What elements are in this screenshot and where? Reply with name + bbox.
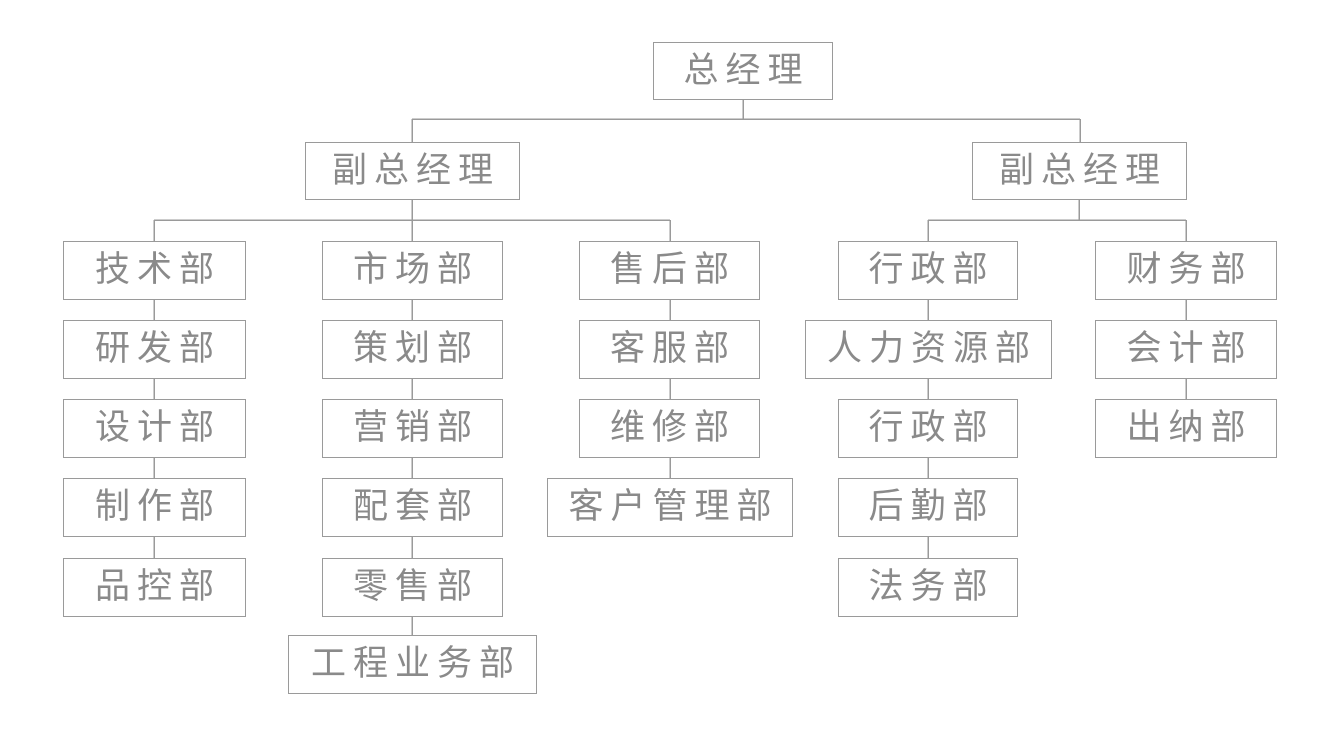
node-market-dept: 市场部 [322,241,503,300]
node-accounting-dept: 会计部 [1095,320,1277,379]
node-engineering-business-dept: 工程业务部 [288,635,537,694]
node-customer-management-dept: 客户管理部 [547,478,793,537]
node-cashier-dept: 出纳部 [1095,399,1277,458]
connector-path [153,100,1187,637]
node-production-dept: 制作部 [63,478,246,537]
node-rnd-dept: 研发部 [63,320,246,379]
node-human-resources-dept: 人力资源部 [805,320,1052,379]
node-technology-dept: 技术部 [63,241,246,300]
node-deputy-general-manager-right: 副总经理 [972,142,1187,200]
node-marketing-dept: 营销部 [322,399,503,458]
node-planning-dept: 策划部 [322,320,503,379]
node-maintenance-dept: 维修部 [579,399,760,458]
node-administration-dept: 行政部 [838,241,1018,300]
node-after-sales-dept: 售后部 [579,241,760,300]
node-administration-dept-2: 行政部 [838,399,1018,458]
node-legal-dept: 法务部 [838,558,1018,617]
node-customer-service-dept: 客服部 [579,320,760,379]
node-design-dept: 设计部 [63,399,246,458]
node-quality-control-dept: 品控部 [63,558,246,617]
node-supporting-dept: 配套部 [322,478,503,537]
node-deputy-general-manager-left: 副总经理 [305,142,520,200]
node-retail-dept: 零售部 [322,558,503,617]
node-logistics-dept: 后勤部 [838,478,1018,537]
node-general-manager: 总经理 [653,42,833,100]
node-finance-dept: 财务部 [1095,241,1277,300]
